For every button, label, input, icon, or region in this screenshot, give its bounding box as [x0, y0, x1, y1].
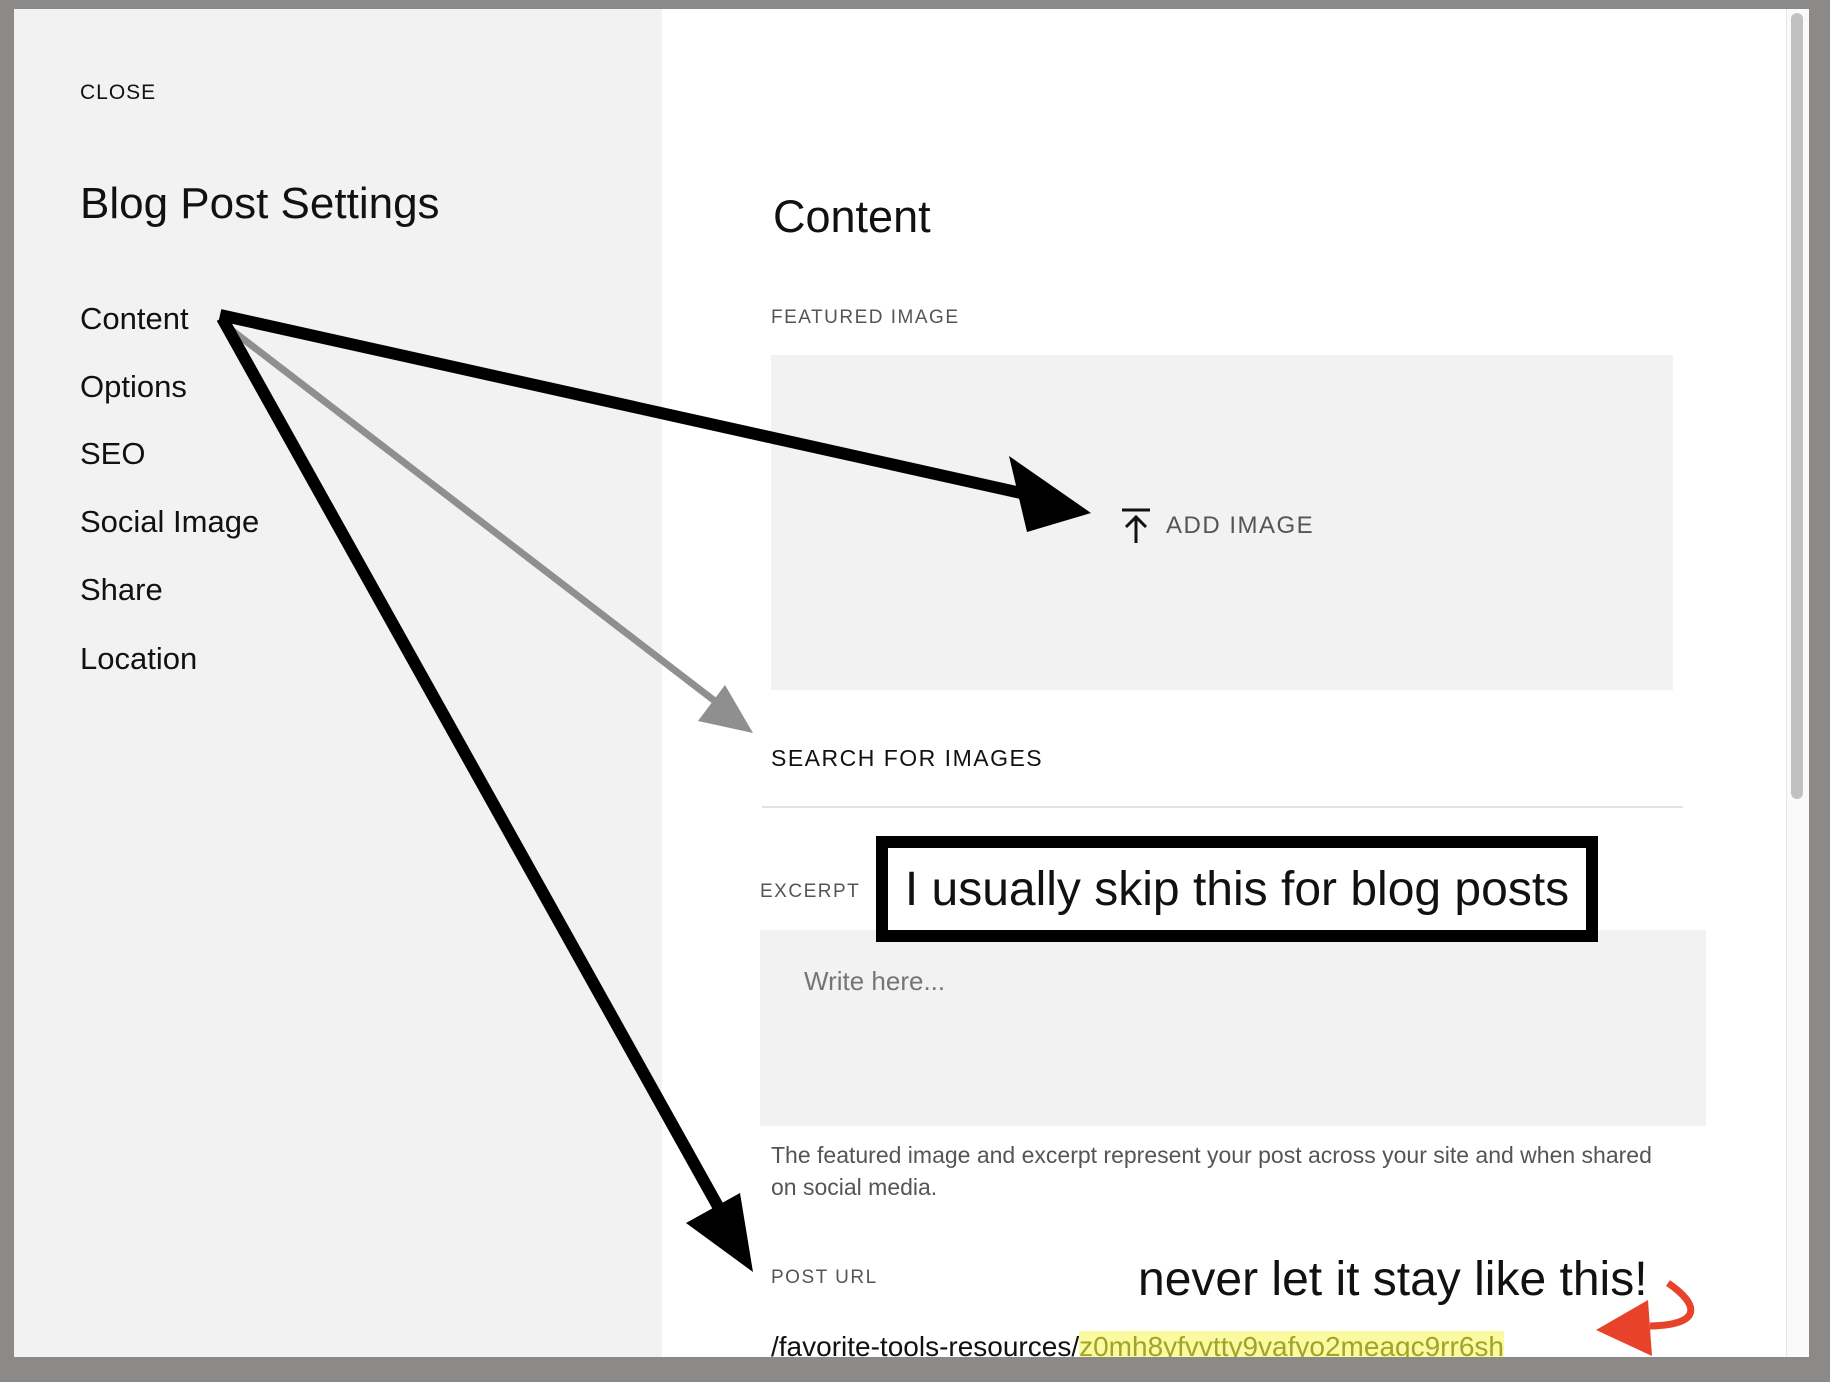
sidebar-item-content[interactable]: Content	[80, 301, 189, 336]
sidebar-item-location[interactable]: Location	[80, 641, 198, 676]
search-for-images-link[interactable]: SEARCH FOR IMAGES	[771, 745, 1044, 771]
close-button[interactable]: CLOSE	[80, 81, 157, 104]
blog-post-settings-modal: CLOSE Blog Post Settings Content Options…	[14, 9, 1809, 1357]
section-title: Content	[773, 191, 931, 242]
add-image-label: ADD IMAGE	[1166, 512, 1315, 539]
sidebar-item-seo[interactable]: SEO	[80, 436, 146, 471]
post-url-field[interactable]: /favorite-tools-resources/z0mh8yfvvtty9v…	[771, 1331, 1504, 1357]
excerpt-label: EXCERPT	[760, 881, 861, 902]
sidebar-item-share[interactable]: Share	[80, 572, 163, 607]
post-url-prefix: /favorite-tools-resources/	[771, 1331, 1080, 1357]
excerpt-annotation-note: I usually skip this for blog posts	[876, 836, 1598, 942]
post-url-slug: z0mh8yfvvtty9vafyo2meagc9rr6sh	[1079, 1331, 1504, 1357]
divider	[762, 806, 1683, 808]
excerpt-input[interactable]	[760, 930, 1706, 1126]
settings-sidebar: CLOSE Blog Post Settings Content Options…	[14, 9, 662, 1357]
sidebar-title: Blog Post Settings	[80, 179, 440, 228]
excerpt-help-text: The featured image and excerpt represent…	[771, 1142, 1652, 1200]
featured-image-label: FEATURED IMAGE	[771, 307, 960, 328]
add-image-button[interactable]: ADD IMAGE	[1120, 507, 1314, 545]
upload-icon	[1122, 508, 1150, 543]
scrollbar-thumb[interactable]	[1791, 13, 1803, 799]
sidebar-item-social-image[interactable]: Social Image	[80, 504, 260, 539]
sidebar-item-options[interactable]: Options	[80, 369, 187, 404]
url-annotation-note: never let it stay like this!	[1138, 1253, 1648, 1306]
post-url-label: POST URL	[771, 1267, 878, 1288]
